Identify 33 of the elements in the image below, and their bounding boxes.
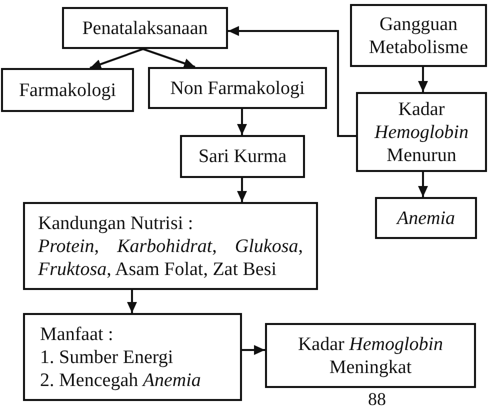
arrow — [242, 345, 265, 355]
process-box — [23, 313, 242, 401]
process-box — [356, 92, 487, 172]
label-text: Kadar Hemoglobin Menurun — [373, 98, 470, 166]
arrow — [237, 178, 247, 202]
arrow — [90, 48, 144, 69]
arrow — [142, 48, 196, 68]
arrow — [418, 67, 428, 92]
label-text: Anemia — [396, 206, 456, 230]
label-text: Kadar Hemoglobin Meningkat — [296, 332, 444, 378]
arrow — [418, 172, 428, 197]
process-box — [148, 67, 327, 109]
process-box — [265, 323, 476, 388]
arrow — [228, 26, 356, 137]
process-box — [180, 135, 305, 178]
process-box — [375, 197, 477, 239]
arrow — [127, 290, 137, 313]
label-text: Gangguan Metabolisme — [368, 12, 470, 58]
list-item: 1. Sumber Energi — [40, 346, 174, 368]
heading-text: Kandungan Nutrisi : — [38, 212, 194, 234]
heading-text: Manfaat : — [40, 322, 114, 346]
process-box — [23, 202, 318, 290]
body-text: Protein, Karbohidrat, Glukosa, Fruktosa, Asam Folat, Zat Besi — [38, 234, 303, 280]
label-text: Sari Kurma — [198, 145, 287, 168]
arrow — [237, 109, 247, 135]
process-box — [62, 7, 228, 49]
list-item: 2. Mencegah Anemia — [40, 368, 201, 392]
label-text: Farmakologi — [18, 78, 116, 102]
process-box — [1, 68, 134, 112]
process-box — [350, 4, 487, 67]
page-number: 88 — [368, 390, 386, 408]
label-text: Penatalaksanaan — [82, 16, 208, 40]
label-text: Non Farmakologi — [170, 76, 305, 100]
